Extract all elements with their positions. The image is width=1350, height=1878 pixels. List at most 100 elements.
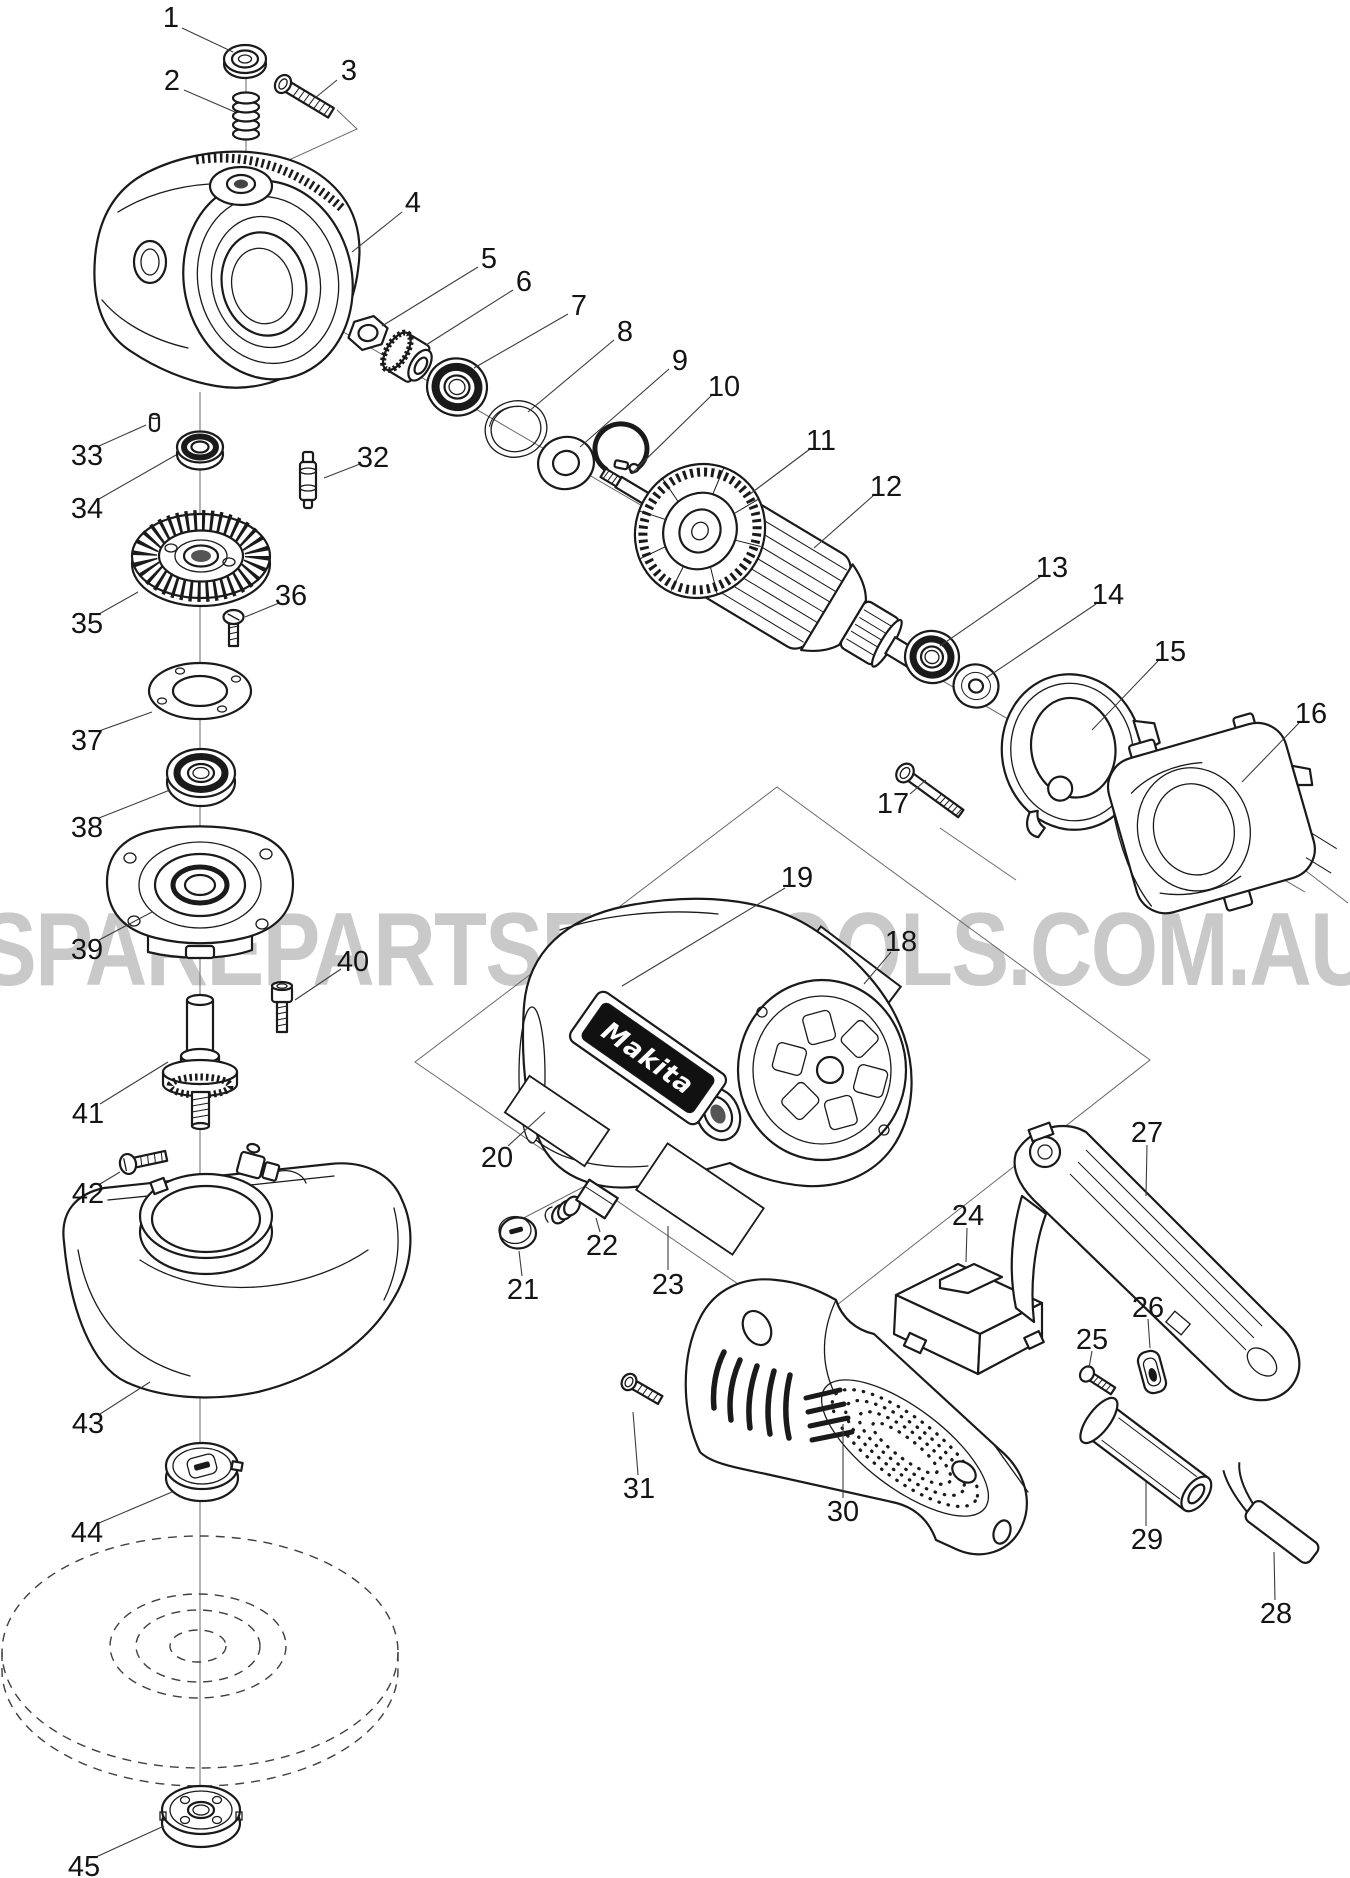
part-33-pin [148,412,161,433]
leader-line-19 [621,887,786,987]
part-8-ring [484,400,548,458]
part-callout-33: 33 [71,440,103,472]
part-callout-38: 38 [71,812,103,844]
leader-line-17 [909,779,927,795]
part-callout-19: 19 [781,862,813,894]
part-22-carbon-brush [544,1178,619,1225]
part-37-lock-plate [147,661,253,721]
leader-line-36 [244,602,280,618]
part-23-label [635,1142,765,1256]
part-11-fan [599,462,767,600]
leader-line-33 [98,424,147,447]
part-32-lock-pin [298,450,318,510]
part-21-brush-cap [498,1215,538,1250]
leader-line-16 [1241,722,1300,783]
part-36-screw [222,608,245,648]
part-callout-25: 25 [1076,1324,1108,1356]
leader-line-3 [314,79,338,99]
part-15-baffle-plate [1000,673,1161,839]
part-callout-37: 37 [71,725,103,757]
part-callout-5: 5 [481,243,497,275]
leader-line-32 [323,463,361,479]
part-callout-27: 27 [1131,1117,1163,1149]
part-callout-22: 22 [586,1230,618,1262]
leader-line-20 [507,1111,546,1147]
leader-line-7 [473,313,569,369]
part-7-bearing [425,357,489,417]
part-callout-7: 7 [571,290,587,322]
part-27-handle-cover [1010,1121,1301,1402]
part-callout-39: 39 [71,934,103,966]
leader-line-11 [749,448,811,495]
part-callout-40: 40 [337,946,369,978]
leader-line-34 [98,454,177,500]
leader-line-44 [98,1491,173,1524]
leader-line-2 [183,89,236,113]
part-callout-26: 26 [1132,1292,1164,1324]
leader-line-24 [965,1227,968,1263]
part-callout-32: 32 [357,442,389,474]
part-31-screw [620,1372,664,1405]
part-40-screw [270,980,294,1034]
part-callout-3: 3 [341,55,357,87]
leader-line-15 [1091,660,1159,731]
part-13-bearing [903,629,961,685]
leader-line-45 [95,1825,165,1858]
leader-line-37 [98,711,153,732]
part-34-bearing [175,430,225,471]
part-callout-17: 17 [877,788,909,820]
leader-line-35 [98,591,139,615]
leader-line-25 [1088,1350,1093,1369]
leader-line-1 [181,27,234,53]
part-38-bearing [165,747,237,808]
part-20-label [503,1074,611,1168]
leader-line-14 [985,603,1097,679]
part-callout-36: 36 [275,580,307,612]
leader-line-22 [595,1217,601,1233]
leader-line-4 [351,211,403,253]
leader-line-41 [99,1061,169,1105]
part-30-rear-handle [684,1278,1029,1556]
leader-line-10 [631,394,713,474]
leader-line-9 [579,368,670,448]
part-callout-4: 4 [405,187,421,219]
part-callout-45: 45 [68,1851,100,1878]
part-callout-13: 13 [1036,552,1068,584]
part-39-bearing-box [105,825,295,960]
part-callout-41: 41 [72,1098,104,1130]
part-callout-9: 9 [672,345,688,377]
part-5-nut [347,314,389,352]
part-callout-16: 16 [1295,698,1327,730]
part-callout-12: 12 [870,471,902,503]
part-45-lock-nut [159,1784,243,1849]
part-42-screw [118,1149,169,1176]
leader-line-26 [1147,1318,1151,1349]
leader-line-21 [518,1250,523,1277]
grinding-wheel-outline [1,1535,399,1787]
part-43-wheel-guard [62,1142,412,1399]
part-callout-31: 31 [623,1473,655,1505]
part-35-bevel-gear [130,510,272,608]
leader-line-39 [98,911,153,941]
part-6-pinion-gear [380,329,433,383]
part-3-screw [273,73,335,119]
leader-line-5 [381,266,479,327]
part-callout-10: 10 [708,371,740,403]
leader-line-42 [99,1171,121,1185]
part-callout-21: 21 [507,1274,539,1306]
part-callout-11: 11 [806,425,836,457]
leader-line-28 [1273,1551,1276,1601]
part-callout-2: 2 [164,65,180,97]
leader-line-43 [99,1381,151,1415]
part-4-gear-housing [93,150,361,389]
part-16-field-stator [1106,712,1338,915]
part-callout-6: 6 [516,266,532,298]
part-callout-44: 44 [71,1517,103,1549]
part-callout-14: 14 [1092,579,1124,611]
part-24-switch [892,1262,1045,1376]
leader-line-38 [98,789,171,819]
part-callout-28: 28 [1260,1598,1292,1630]
